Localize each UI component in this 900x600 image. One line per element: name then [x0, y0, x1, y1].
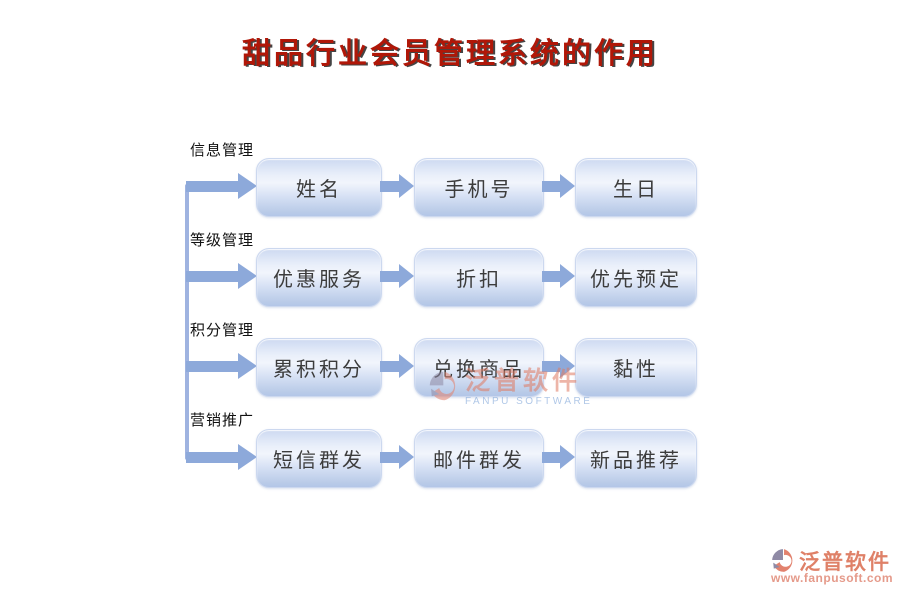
flow-node: 优先预定 — [575, 248, 697, 307]
node-label: 优惠服务 — [273, 269, 365, 291]
flow-node: 姓名 — [256, 158, 382, 217]
flow-node: 邮件群发 — [414, 429, 544, 488]
node-label: 姓名 — [296, 179, 342, 201]
flow-node: 折扣 — [414, 248, 544, 307]
node-label: 短信群发 — [273, 450, 365, 472]
node-label: 兑换商品 — [433, 359, 525, 381]
branch-arrow-icon — [186, 353, 257, 379]
flow-node: 新品推荐 — [575, 429, 697, 488]
branch-arrow-icon — [186, 173, 257, 199]
site-logo-brand: 泛普软件 — [799, 550, 891, 574]
flow-node: 生日 — [575, 158, 697, 217]
row-label-level: 等级管理 — [190, 232, 255, 249]
node-label: 折扣 — [456, 269, 502, 291]
flow-arrow-icon — [380, 264, 414, 288]
flow-arrow-icon — [380, 445, 414, 469]
node-label: 黏性 — [613, 359, 659, 381]
fanpu-logo-icon — [772, 549, 793, 572]
flow-arrow-icon — [542, 264, 575, 288]
site-logo-url: www.fanpusoft.com — [771, 571, 894, 585]
node-label: 新品推荐 — [590, 450, 682, 472]
flow-arrow-icon — [542, 174, 575, 198]
branch-arrow-icon — [186, 263, 257, 289]
flow-node: 累积积分 — [256, 338, 382, 397]
flow-arrow-icon — [542, 354, 575, 378]
flow-arrow-icon — [380, 354, 414, 378]
node-label: 累积积分 — [273, 359, 365, 381]
flow-node: 短信群发 — [256, 429, 382, 488]
row-label-marketing: 营销推广 — [190, 412, 255, 429]
node-label: 手机号 — [444, 179, 514, 201]
connector-rail — [185, 184, 189, 460]
node-label: 优先预定 — [590, 269, 682, 291]
flow-arrow-icon — [380, 174, 414, 198]
flow-node: 手机号 — [414, 158, 544, 217]
page-title: 甜品行业会员管理系统的作用 — [241, 38, 658, 70]
flow-arrow-icon — [542, 445, 575, 469]
row-label-points: 积分管理 — [190, 322, 255, 339]
row-label-info: 信息管理 — [190, 142, 255, 159]
flow-node: 兑换商品 — [414, 338, 544, 397]
flow-node: 优惠服务 — [256, 248, 382, 307]
flow-node: 黏性 — [575, 338, 697, 397]
watermark-subtitle: FANPU SOFTWARE — [465, 396, 593, 408]
branch-arrow-icon — [186, 444, 257, 470]
node-label: 邮件群发 — [433, 450, 525, 472]
node-label: 生日 — [613, 179, 659, 201]
